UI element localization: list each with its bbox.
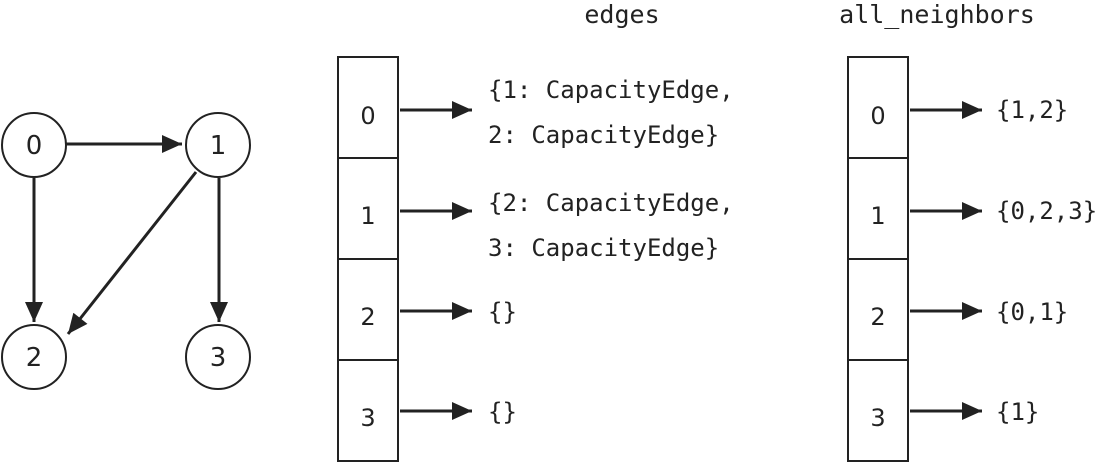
edges-value-1-line2: 3: CapacityEdge} bbox=[488, 234, 719, 262]
edges-value-1-line1: {2: CapacityEdge, bbox=[488, 189, 734, 217]
neighbors-value-1: {0,2,3} bbox=[996, 197, 1097, 225]
edges-value-2: {} bbox=[488, 298, 517, 326]
neighbors-cell-1: 1 bbox=[870, 202, 885, 230]
edges-cell-1: 1 bbox=[360, 202, 375, 230]
neighbors-cell-3: 3 bbox=[870, 404, 885, 432]
node-label: 3 bbox=[210, 343, 227, 373]
edges-value-3: {} bbox=[488, 398, 517, 426]
neighbors-value-0: {1,2} bbox=[996, 96, 1068, 124]
neighbors-arrows bbox=[910, 101, 982, 420]
graph-edges bbox=[25, 135, 228, 335]
all-neighbors-table: 0 1 2 3 bbox=[847, 56, 909, 462]
edges-value-0-line2: 2: CapacityEdge} bbox=[488, 121, 719, 149]
neighbors-cell-0: 0 bbox=[870, 102, 885, 130]
neighbors-cell-2: 2 bbox=[870, 303, 885, 331]
graph-node-3: 3 bbox=[185, 324, 251, 390]
node-label: 1 bbox=[210, 131, 227, 161]
edges-cell-3: 3 bbox=[360, 404, 375, 432]
node-label: 2 bbox=[26, 343, 43, 373]
edges-arrows bbox=[400, 101, 472, 420]
node-label: 0 bbox=[26, 131, 43, 161]
graph-node-0: 0 bbox=[1, 112, 67, 178]
neighbors-value-3: {1} bbox=[996, 398, 1039, 426]
edges-cell-0: 0 bbox=[360, 102, 375, 130]
graph-node-1: 1 bbox=[185, 112, 251, 178]
edges-value-0-line1: {1: CapacityEdge, bbox=[488, 76, 734, 104]
edges-cell-2: 2 bbox=[360, 303, 375, 331]
graph-node-2: 2 bbox=[1, 324, 67, 390]
all-neighbors-heading: all_neighbors bbox=[839, 0, 1035, 29]
edges-table: 0 1 2 3 bbox=[337, 56, 399, 462]
edge-1-2 bbox=[66, 171, 198, 335]
neighbors-value-2: {0,1} bbox=[996, 298, 1068, 326]
edges-heading: edges bbox=[584, 0, 659, 29]
